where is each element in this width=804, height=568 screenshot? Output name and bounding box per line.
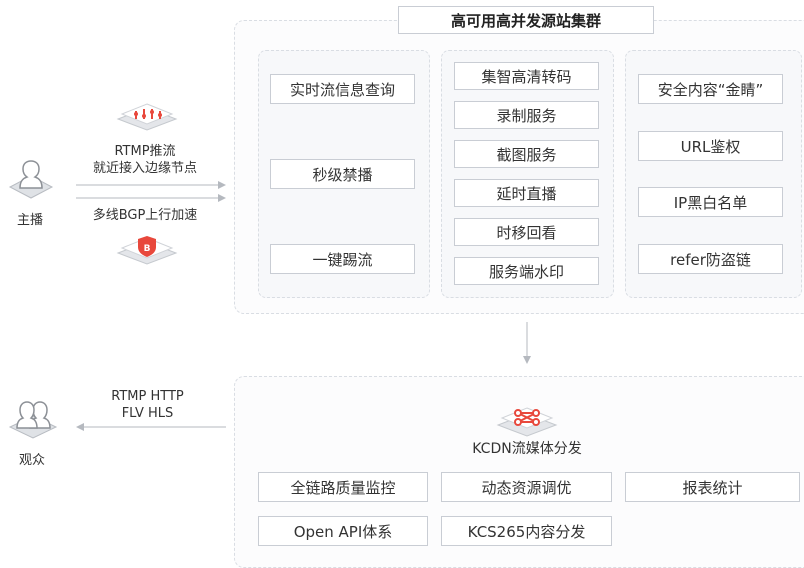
- router-icon: [116, 103, 178, 131]
- content-security-box: 安全内容“金睛”: [638, 74, 783, 104]
- bgp-label: 多线BGP上行加速: [92, 208, 198, 223]
- viewer-label: 观众: [18, 453, 45, 468]
- svg-text:B: B: [144, 244, 151, 254]
- delivery-arrow: [76, 423, 226, 431]
- recording-service-box: 录制服务: [454, 101, 599, 129]
- cdn-node-icon: [496, 407, 558, 437]
- down-arrow: [523, 322, 531, 364]
- open-api-box: Open API体系: [258, 516, 428, 546]
- push-label-line1: RTMP推流: [114, 144, 176, 159]
- quality-monitor-box: 全链路质量监控: [258, 472, 428, 502]
- hd-transcode-box: 集智高清转码: [454, 62, 599, 90]
- resource-tuning-box: 动态资源调优: [441, 472, 612, 502]
- server-watermark-box: 服务端水印: [454, 257, 599, 285]
- one-click-kick-box: 一键踢流: [270, 244, 415, 274]
- ip-list-box: IP黑白名单: [638, 187, 783, 217]
- push-arrow: [76, 181, 226, 189]
- protocol-label-line2: FLV HLS: [121, 406, 174, 421]
- protocol-label-line1: RTMP HTTP: [111, 389, 184, 404]
- instant-ban-box: 秒级禁播: [270, 159, 415, 189]
- cluster-title: 高可用高并发源站集群: [398, 6, 654, 34]
- report-stats-box: 报表统计: [625, 472, 800, 502]
- bgp-arrow: [76, 194, 226, 202]
- shield-icon: B: [116, 236, 178, 265]
- screenshot-service-box: 截图服务: [454, 140, 599, 168]
- kcs265-box: KCS265内容分发: [441, 516, 612, 546]
- cdn-title: KCDN流媒体分发: [472, 441, 582, 457]
- time-shift-box: 时移回看: [454, 218, 599, 246]
- realtime-stream-query-box: 实时流信息查询: [270, 74, 415, 104]
- referer-guard-box: refer防盗链: [638, 244, 783, 274]
- push-label-line2: 就近接入边缘节点: [92, 161, 197, 176]
- anchor-label: 主播: [16, 213, 43, 228]
- cluster-column-2: [441, 50, 614, 298]
- viewer-group-icon: [8, 401, 58, 439]
- url-auth-box: URL鉴权: [638, 131, 783, 161]
- delayed-live-box: 延时直播: [454, 179, 599, 207]
- anchor-user-icon: [8, 160, 54, 199]
